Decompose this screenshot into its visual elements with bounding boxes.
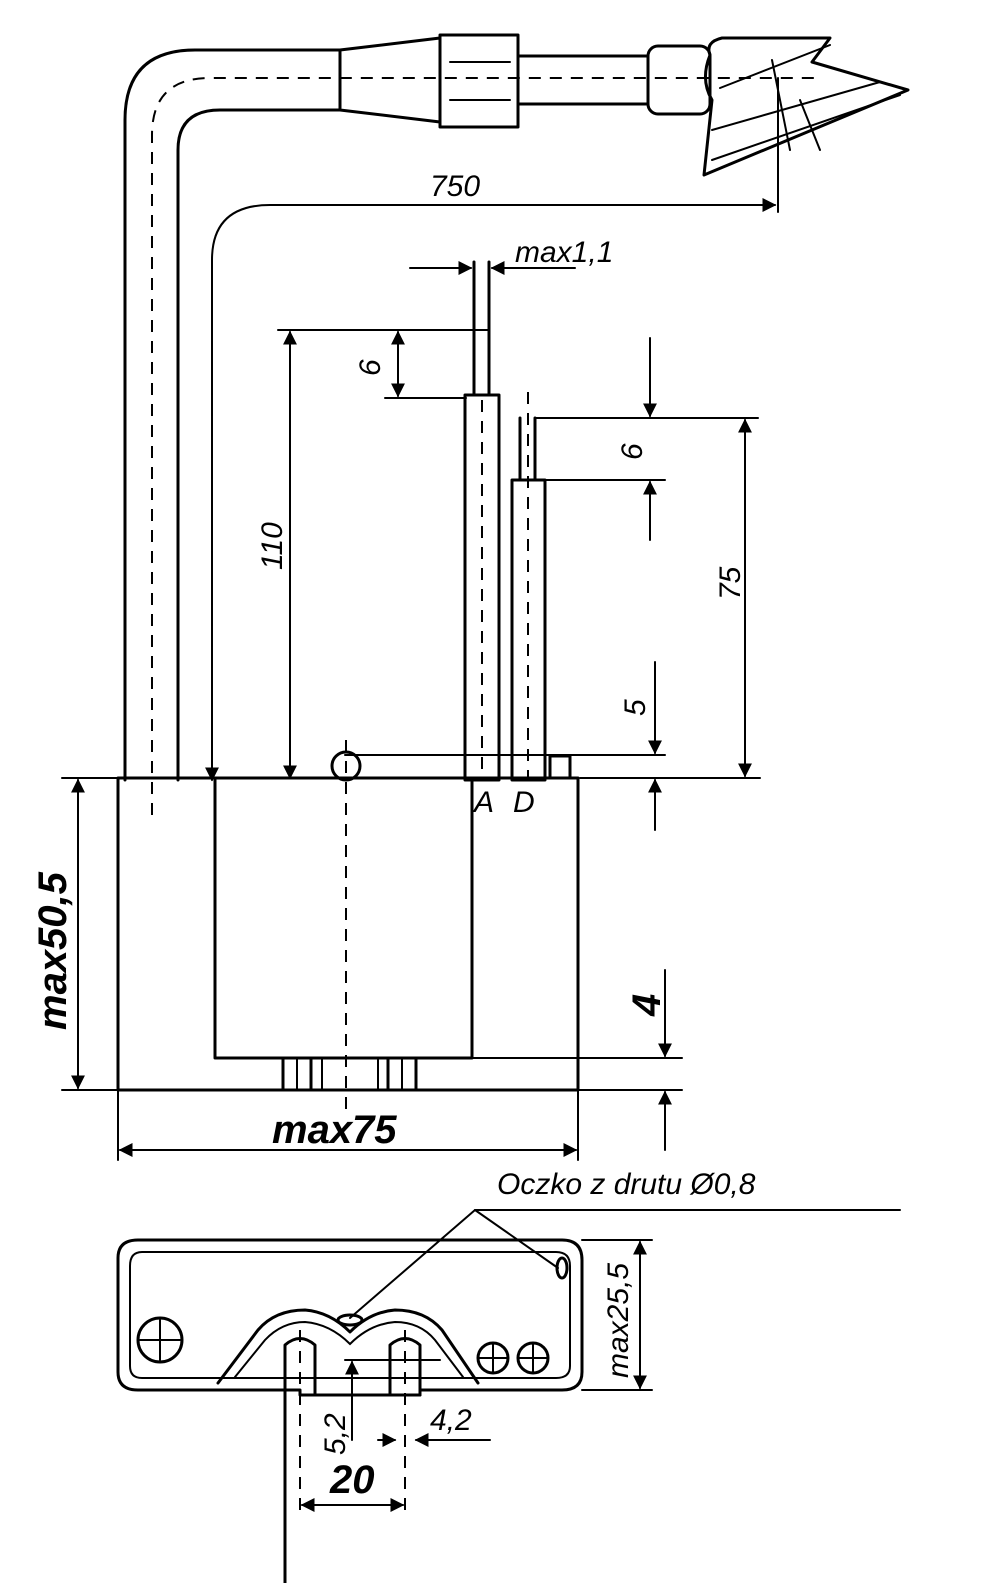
label-total-height: 110 (256, 522, 289, 570)
label-cable-length: 750 (430, 170, 480, 203)
lead-wire-d (510, 392, 547, 782)
label-tip-a: 6 (354, 359, 387, 376)
label-body-height: max50,5 (31, 871, 75, 1030)
label-tip-d: 6 (616, 443, 649, 460)
label-wire-diameter: max1,1 (515, 236, 613, 269)
lead-wire-a (463, 260, 501, 782)
dimension-foot-height: 4 (471, 969, 683, 1151)
label-slot-gap: 4,2 (430, 1404, 472, 1437)
label-depth: max25,5 (602, 1263, 635, 1378)
label-slot-pitch: 20 (329, 1458, 375, 1502)
terminal-d-label: D (513, 786, 535, 819)
label-body-width: max75 (272, 1108, 397, 1152)
sensor-body-front: A D (116, 740, 580, 1110)
probe-tip (702, 36, 910, 177)
label-foot-height: 4 (625, 994, 669, 1017)
dimension-body-width: max75 (117, 1089, 579, 1161)
callout-wire-eye: Oczko z drutu Ø0,8 (349, 1168, 901, 1319)
cable (123, 48, 820, 815)
dimension-cable-length: 750 (205, 77, 779, 782)
dimension-wire-diameter: max1,1 (409, 236, 613, 275)
dimension-slot-gap: 4,2 (377, 1404, 491, 1447)
dimension-slot-width: 5,2 (319, 1359, 441, 1455)
dimension-total-height: 110 (256, 329, 475, 780)
cable-connector (338, 33, 712, 129)
label-slot-width: 5,2 (319, 1413, 352, 1455)
dimension-depth: max25,5 (581, 1239, 653, 1391)
terminal-a-label: A (472, 786, 494, 819)
dimension-slot-pitch: 20 (300, 1458, 405, 1512)
sensor-body-bottom (116, 1238, 584, 1583)
dimension-lead-d: 6 75 5 (344, 337, 761, 831)
dimension-body-height: max50,5 (31, 777, 119, 1091)
label-lead-d: 75 (714, 566, 747, 600)
label-base-offset: 5 (619, 699, 652, 716)
callout-wire-eye-text: Oczko z drutu Ø0,8 (497, 1168, 756, 1201)
dimension-tip-a: 6 (354, 329, 475, 399)
